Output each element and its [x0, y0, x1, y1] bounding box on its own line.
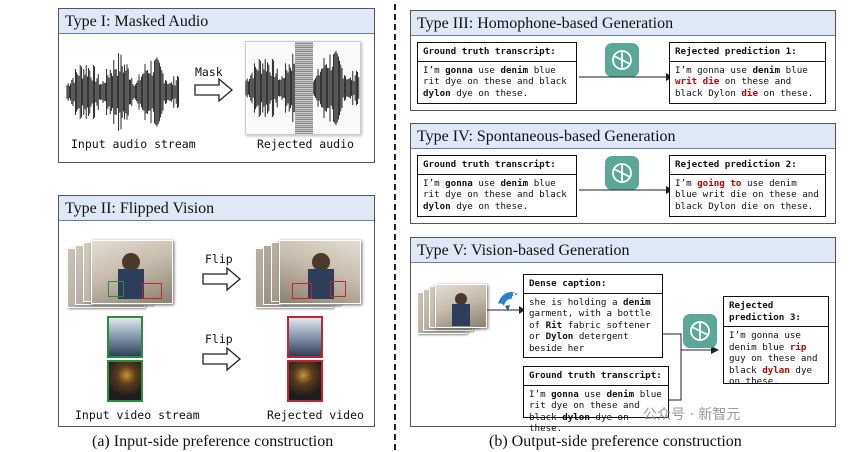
watermark: 公众号 · 新智元	[643, 407, 741, 423]
type4-title: Type IV: Spontaneous-based Generation	[411, 124, 835, 149]
rejected-video-frame-front	[279, 240, 361, 304]
type4-rej-box: Rejected prediction 2: I’m going to use …	[669, 155, 826, 217]
input-video-label: Input video stream	[75, 408, 200, 422]
input-audio-waveform	[66, 53, 180, 131]
rejected-video-label: Rejected video	[267, 408, 364, 422]
type4-rej-text: I’m going to use denim blue writ die on …	[675, 177, 819, 212]
left-caption: (a) Input-side preference construction	[92, 433, 334, 450]
type4-panel: Type IV: Spontaneous-based Generation Gr…	[410, 123, 836, 224]
section-divider	[394, 4, 396, 450]
gpt-icon	[605, 43, 639, 77]
gpt-icon	[683, 314, 717, 348]
thumb-to-caption-arrow	[487, 306, 525, 314]
type1-panel: Type I: Masked Audio Mask Input audio st…	[58, 8, 375, 163]
dense-caption-title: Dense caption:	[529, 278, 607, 289]
type5-rej-title: Rejected prediction 3:	[729, 300, 801, 323]
type2-panel: Type II: Flipped Vision Flip Flip	[58, 195, 375, 427]
rejected-crop-bottle	[287, 316, 323, 358]
merge-connector	[663, 333, 719, 401]
dense-caption-text: she is holding a denim garment, with a b…	[529, 296, 651, 354]
type5-rej-text: I’m gonna use denim blue rip guy on thes…	[729, 330, 818, 387]
noise-mask-band	[295, 42, 313, 134]
type4-rej-title: Rejected prediction 2:	[675, 159, 797, 170]
type1-title: Type I: Masked Audio	[59, 9, 374, 34]
mask-label: Mask	[195, 65, 223, 79]
arrow-mask	[194, 77, 234, 106]
type5-gt-text: I’m gonna use denim blue rit dye on thes…	[529, 388, 662, 435]
type5-title: Type V: Vision-based Generation	[411, 238, 835, 263]
type3-gt-text: I’m gonna use denim blue rit dye on thes…	[423, 64, 567, 99]
type4-gt-text: I’m gonna use denim blue rit dye on thes…	[423, 177, 567, 212]
type3-gt-title: Ground truth transcript:	[423, 46, 556, 57]
input-video-frame-front	[91, 240, 173, 304]
rejected-video-frames	[255, 240, 365, 310]
arrow-flip-1	[202, 266, 242, 295]
arrow-flip-2	[202, 346, 242, 375]
flip-label-2: Flip	[205, 332, 233, 346]
type4-arrow	[579, 186, 673, 194]
input-crop-dark	[107, 360, 143, 402]
type5-rej-box: Rejected prediction 3: I’m gonna use den…	[723, 296, 829, 387]
right-caption: (b) Output-side preference construction	[489, 433, 742, 450]
flip-label-1: Flip	[205, 252, 233, 266]
type4-gt-box: Ground truth transcript: I’m gonna use d…	[417, 155, 577, 217]
type3-rej-box: Rejected prediction 1: I’m gonna use den…	[669, 42, 826, 104]
input-audio-label: Input audio stream	[71, 137, 196, 151]
type3-title: Type III: Homophone-based Generation	[411, 11, 835, 36]
rejected-audio-frame	[245, 41, 361, 135]
type5-gt-title: Ground truth transcript:	[529, 370, 662, 381]
type3-rej-text: I’m gonna use denim blue writ die on the…	[675, 64, 814, 99]
type5-panel: Type V: Vision-based Generation Dense ca…	[410, 237, 836, 434]
type3-rej-title: Rejected prediction 1:	[675, 46, 797, 57]
type4-gt-title: Ground truth transcript:	[423, 159, 556, 170]
video-frames-thumb	[417, 284, 487, 344]
type3-gt-box: Ground truth transcript: I’m gonna use d…	[417, 42, 577, 104]
rejected-audio-label: Rejected audio	[257, 137, 354, 151]
gpt-icon	[605, 156, 639, 190]
dolphin-icon	[498, 292, 518, 311]
type2-title: Type II: Flipped Vision	[59, 196, 374, 221]
type3-arrow	[579, 73, 673, 81]
input-crop-bottle	[107, 316, 143, 358]
rejected-crop-dark	[287, 360, 323, 402]
dense-caption-box: Dense caption: she is holding a denim ga…	[523, 274, 663, 358]
type5-gt-box: Ground truth transcript: I’m gonna use d…	[523, 366, 669, 434]
input-video-frames	[67, 240, 177, 310]
type3-panel: Type III: Homophone-based Generation Gro…	[410, 10, 836, 111]
